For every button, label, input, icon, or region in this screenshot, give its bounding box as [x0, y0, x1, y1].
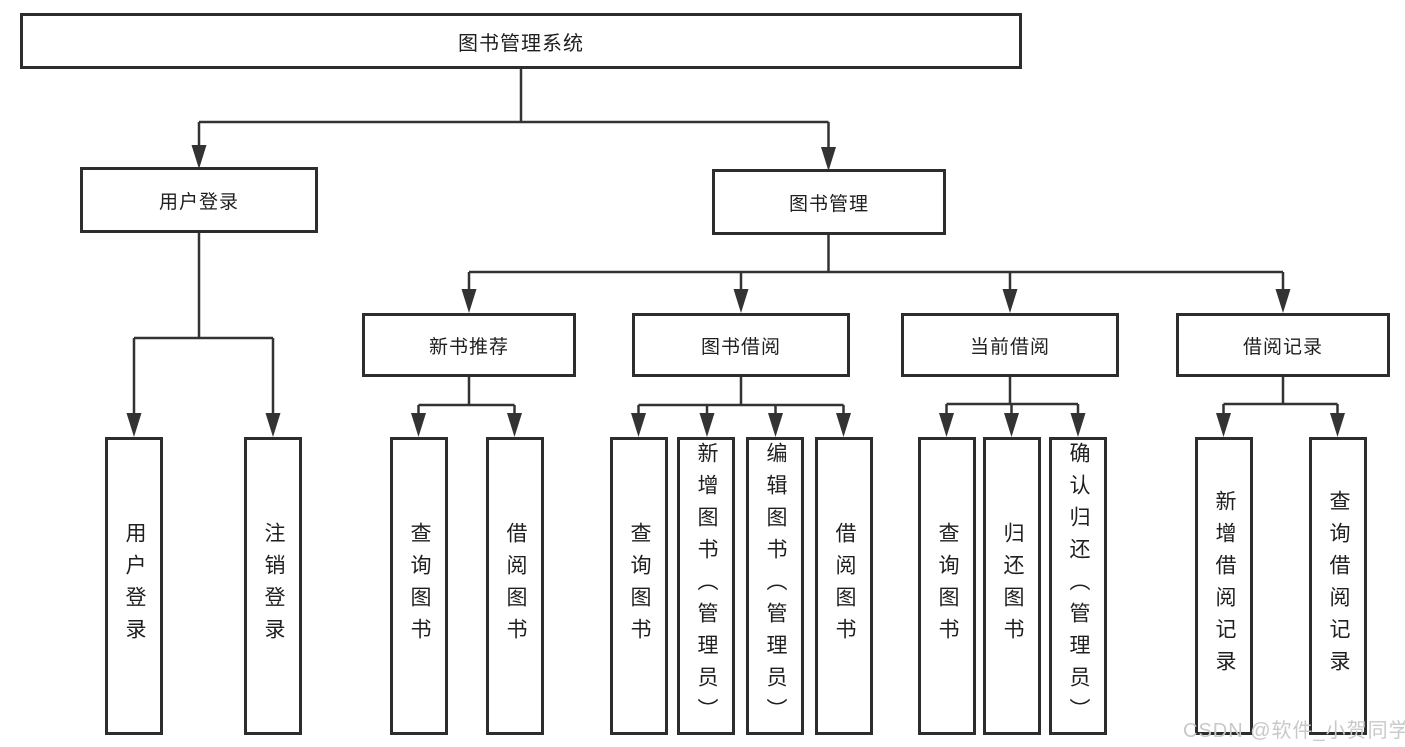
- arrow-icon: [1275, 289, 1291, 313]
- arrow-icon: [507, 413, 522, 437]
- leaf-borrowing-add-books-admin: 新增图书（管理员）: [677, 437, 735, 735]
- leaf-logout: 注销登录: [244, 437, 302, 735]
- arrow-icon: [631, 413, 646, 437]
- leaf-borrowing-borrow-books: 借阅图书: [815, 437, 873, 735]
- leaf-current-return-books: 归还图书: [983, 437, 1041, 735]
- node-new-book-recommend: 新书推荐: [362, 313, 576, 377]
- connector-current-to-leaves: [945, 377, 1080, 415]
- leaf-records-query-record: 查询借阅记录: [1309, 437, 1367, 735]
- node-book-management: 图书管理: [712, 169, 946, 235]
- leaf-new-rec-borrow-books: 借阅图书: [486, 437, 544, 735]
- leaf-user-login: 用户登录: [105, 437, 163, 735]
- arrow-icon: [126, 413, 142, 437]
- arrow-icon: [836, 413, 851, 437]
- arrow-icon: [1070, 413, 1086, 437]
- arrow-icon: [821, 147, 836, 171]
- arrow-icon: [1216, 413, 1231, 437]
- node-borrowing-records: 借阅记录: [1176, 313, 1390, 377]
- connector-root-to-level2: [197, 68, 830, 149]
- arrow-icon: [1004, 413, 1019, 437]
- node-user-login: 用户登录: [80, 167, 318, 233]
- node-book-borrowing: 图书借阅: [632, 313, 850, 377]
- arrow-icon: [191, 145, 207, 169]
- arrow-icon: [699, 413, 715, 437]
- arrow-icon: [411, 413, 426, 437]
- leaf-borrowing-query-books: 查询图书: [610, 437, 668, 735]
- connector-borrowing-to-leaves: [637, 377, 845, 415]
- arrow-icon: [768, 413, 783, 437]
- leaf-borrowing-edit-books-admin: 编辑图书（管理员）: [746, 437, 804, 735]
- leaf-current-confirm-return-admin: 确认归还（管理员）: [1049, 437, 1107, 735]
- arrow-icon: [265, 413, 281, 437]
- arrow-icon: [733, 289, 749, 313]
- csdn-watermark: CSDN @软件_小贺同学: [1183, 720, 1405, 742]
- connector-new-rec-to-leaves: [417, 377, 516, 415]
- node-library-system: 图书管理系统: [20, 13, 1022, 69]
- leaf-records-add-record: 新增借阅记录: [1195, 437, 1253, 735]
- connector-records-to-leaves: [1222, 377, 1339, 415]
- connector-book-mgmt-to-level3: [467, 235, 1285, 291]
- arrow-icon: [461, 289, 477, 313]
- arrow-icon: [1330, 413, 1345, 437]
- arrow-icon: [939, 413, 954, 437]
- node-current-borrowing: 当前借阅: [901, 313, 1119, 377]
- leaf-new-rec-query-books: 查询图书: [390, 437, 448, 735]
- leaf-current-query-books: 查询图书: [918, 437, 976, 735]
- arrow-icon: [1002, 289, 1018, 313]
- connector-user-login-to-leaves: [132, 233, 275, 415]
